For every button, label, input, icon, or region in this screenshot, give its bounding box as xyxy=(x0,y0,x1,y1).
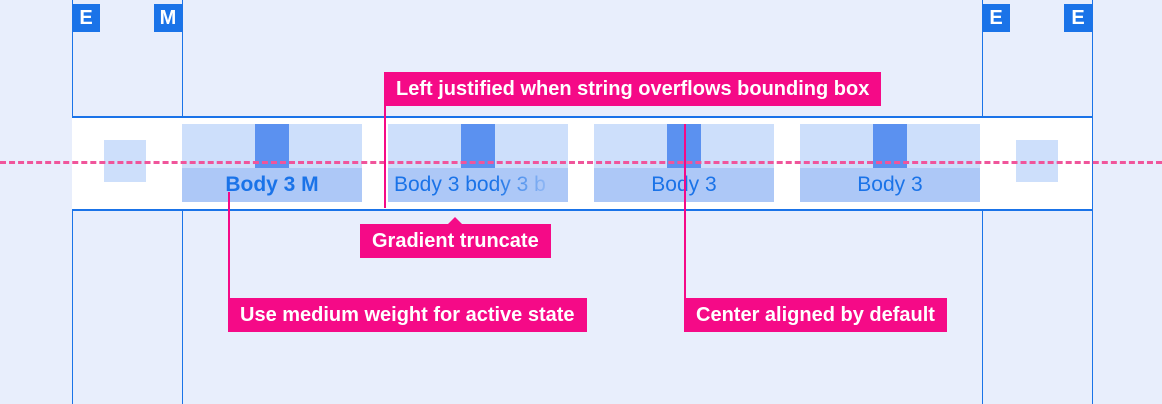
annotation-gradient-truncate: Gradient truncate xyxy=(360,217,551,258)
tab-default-b[interactable]: Body 3 xyxy=(800,124,980,202)
tab-icon-area xyxy=(388,124,568,168)
annotation-medium-weight-text: Use medium weight for active state xyxy=(240,304,575,326)
annotation-gradient-truncate-notch-icon xyxy=(448,217,463,224)
tab-label-bounding-box: Body 3 body 3 b xyxy=(388,168,568,202)
edge-badge-right-inner: E xyxy=(982,4,1010,32)
annotation-gradient-truncate-text: Gradient truncate xyxy=(372,230,539,252)
annotation-center-aligned-leader-line xyxy=(684,124,686,298)
tab-glyph-icon xyxy=(873,124,907,168)
vertical-guide-3 xyxy=(1092,0,1093,404)
annotation-center-aligned-text: Center aligned by default xyxy=(696,304,935,326)
tab-label: Body 3 M xyxy=(225,173,319,196)
tab-active[interactable]: Body 3 M xyxy=(182,124,362,202)
edge-badge-right-outer: E xyxy=(1064,4,1092,32)
tab-glyph-icon xyxy=(461,124,495,168)
tab-label-bounding-box: Body 3 M xyxy=(182,168,362,202)
margin-badge-left: M xyxy=(154,4,182,32)
vertical-center-guide xyxy=(0,161,1162,164)
tab-label: Body 3 xyxy=(651,173,717,196)
edge-badge-left: E xyxy=(72,4,100,32)
annotation-center-aligned: Center aligned by default xyxy=(684,298,947,332)
tab-label-bounding-box: Body 3 xyxy=(800,168,980,202)
annotation-left-justified-leader-line xyxy=(384,106,386,208)
annotation-medium-weight: Use medium weight for active state xyxy=(228,298,587,332)
annotation-left-justified-text: Left justified when string overflows bou… xyxy=(396,78,870,100)
annotation-medium-weight-leader-line xyxy=(228,192,230,298)
annotation-left-justified: Left justified when string overflows bou… xyxy=(384,72,882,106)
tab-icon-area xyxy=(800,124,980,168)
tab-glyph-icon xyxy=(255,124,289,168)
gradient-truncate-overlay xyxy=(494,168,568,202)
tab-overflow[interactable]: Body 3 body 3 b xyxy=(388,124,568,202)
tab-label: Body 3 xyxy=(857,173,923,196)
tab-icon-area xyxy=(182,124,362,168)
